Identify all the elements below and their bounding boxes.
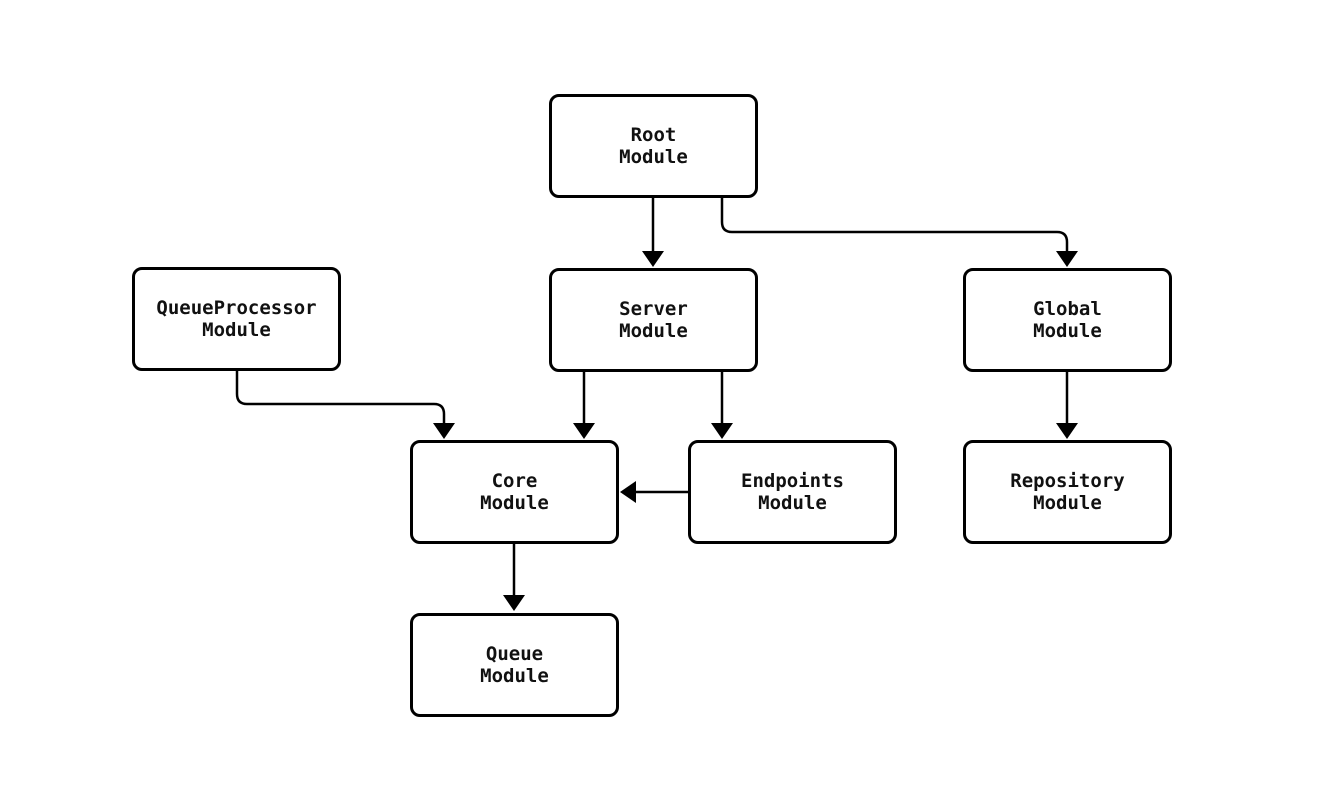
node-endpoints-module: Endpoints Module — [688, 440, 897, 544]
arrowhead-icon — [711, 423, 733, 439]
node-label-line2: Module — [202, 319, 271, 341]
arrowhead-icon — [573, 423, 595, 439]
node-label-line2: Module — [1033, 492, 1102, 514]
node-label-line2: Module — [480, 492, 549, 514]
node-label-line2: Module — [619, 146, 688, 168]
node-label-line2: Module — [1033, 320, 1102, 342]
edge-queueprocessor-to-core — [235, 371, 446, 425]
node-queueprocessor-module: QueueProcessor Module — [132, 267, 341, 371]
node-repository-module: Repository Module — [963, 440, 1172, 544]
node-label-line1: Endpoints — [741, 470, 844, 492]
node-queue-module: Queue Module — [410, 613, 619, 717]
arrowhead-icon — [1056, 251, 1078, 267]
node-core-module: Core Module — [410, 440, 619, 544]
node-label-line1: Core — [491, 470, 538, 492]
node-label-line2: Module — [758, 492, 827, 514]
node-label-line1: Global — [1033, 298, 1102, 320]
node-label-line2: Module — [619, 320, 688, 342]
arrowhead-icon — [642, 251, 664, 267]
node-label-line1: Repository — [1010, 470, 1125, 492]
node-label-line2: Module — [480, 665, 549, 687]
node-global-module: Global Module — [963, 268, 1172, 372]
arrowhead-icon — [1056, 423, 1078, 439]
arrowhead-icon — [620, 481, 636, 503]
node-label-line1: Server — [619, 298, 688, 320]
node-root-module: Root Module — [549, 94, 758, 198]
node-label-line1: QueueProcessor — [156, 297, 317, 319]
node-label-line1: Root — [630, 124, 677, 146]
node-server-module: Server Module — [549, 268, 758, 372]
node-label-line1: Queue — [485, 643, 544, 665]
arrowhead-icon — [503, 595, 525, 611]
edge-root-to-global — [720, 198, 1069, 253]
arrowhead-icon — [433, 423, 455, 439]
